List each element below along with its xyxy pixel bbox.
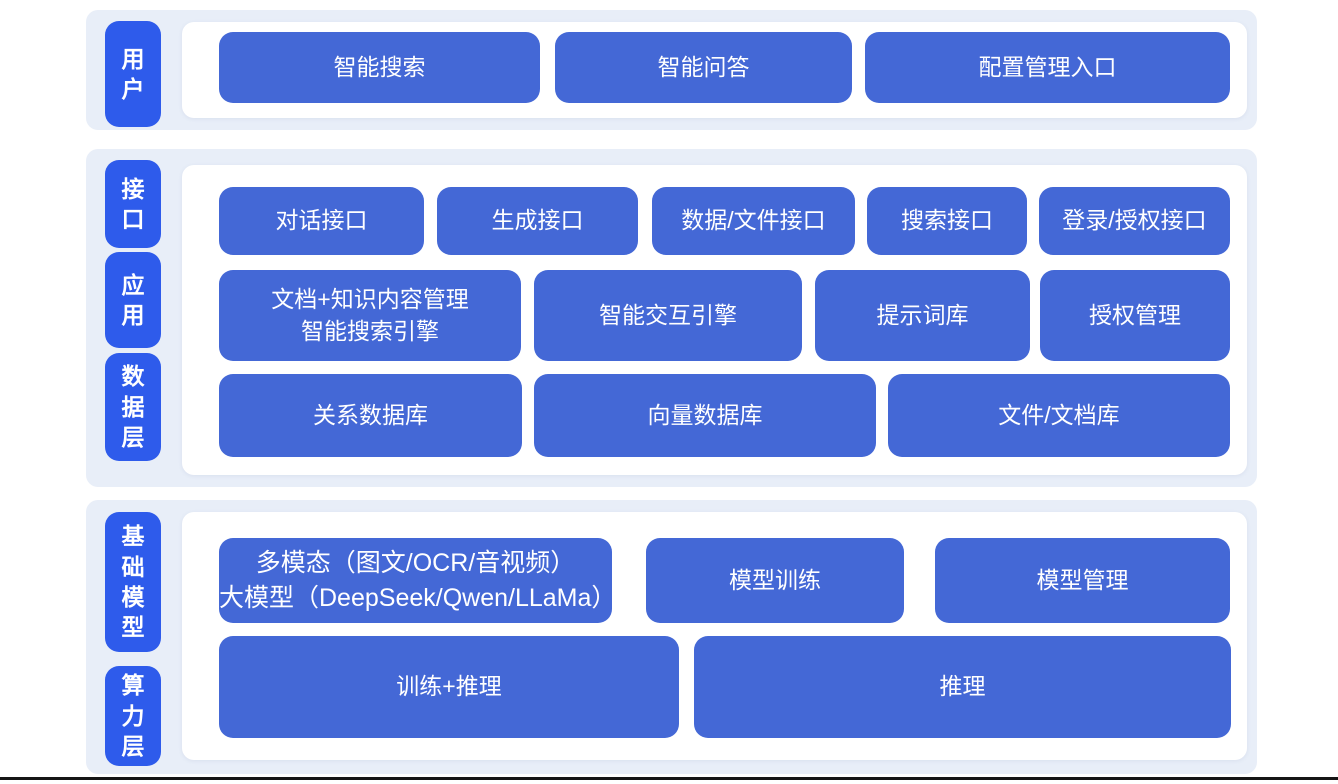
block-multimodal-llm: 多模态（图文/OCR/音视频） 大模型（DeepSeek/Qwen/LLaMa） (219, 538, 616, 623)
layer-label-interface: 接 口 (105, 160, 161, 248)
block-file-doc-store: 文件/文档库 (888, 374, 1230, 457)
bottom-divider (0, 777, 1338, 780)
block-data-file-api: 数据/文件接口 (652, 187, 855, 255)
block-model-management: 模型管理 (935, 538, 1230, 623)
block-smart-search: 智能搜索 (219, 32, 540, 103)
block-inference: 推理 (694, 636, 1231, 738)
block-vector-db: 向量数据库 (534, 374, 876, 457)
block-training-inference: 训练+推理 (219, 636, 679, 738)
block-login-auth-api: 登录/授权接口 (1039, 187, 1230, 255)
layer-label-user: 用 户 (105, 21, 161, 127)
block-doc-knowledge-search-engine: 文档+知识内容管理 智能搜索引擎 (219, 270, 521, 361)
layer-label-data: 数 据 层 (105, 353, 161, 461)
block-relational-db: 关系数据库 (219, 374, 522, 457)
layer-label-application: 应 用 (105, 252, 161, 348)
block-interactive-engine: 智能交互引擎 (534, 270, 802, 361)
block-auth-management: 授权管理 (1040, 270, 1230, 361)
block-smart-qa: 智能问答 (555, 32, 852, 103)
block-config-entry: 配置管理入口 (865, 32, 1230, 103)
layer-label-foundation-model: 基 础 模 型 (105, 512, 161, 652)
block-dialog-api: 对话接口 (219, 187, 424, 255)
block-prompt-library: 提示词库 (815, 270, 1030, 361)
block-model-training: 模型训练 (646, 538, 904, 623)
block-generation-api: 生成接口 (437, 187, 638, 255)
layer-label-compute: 算 力 层 (105, 666, 161, 766)
block-search-api: 搜索接口 (867, 187, 1027, 255)
